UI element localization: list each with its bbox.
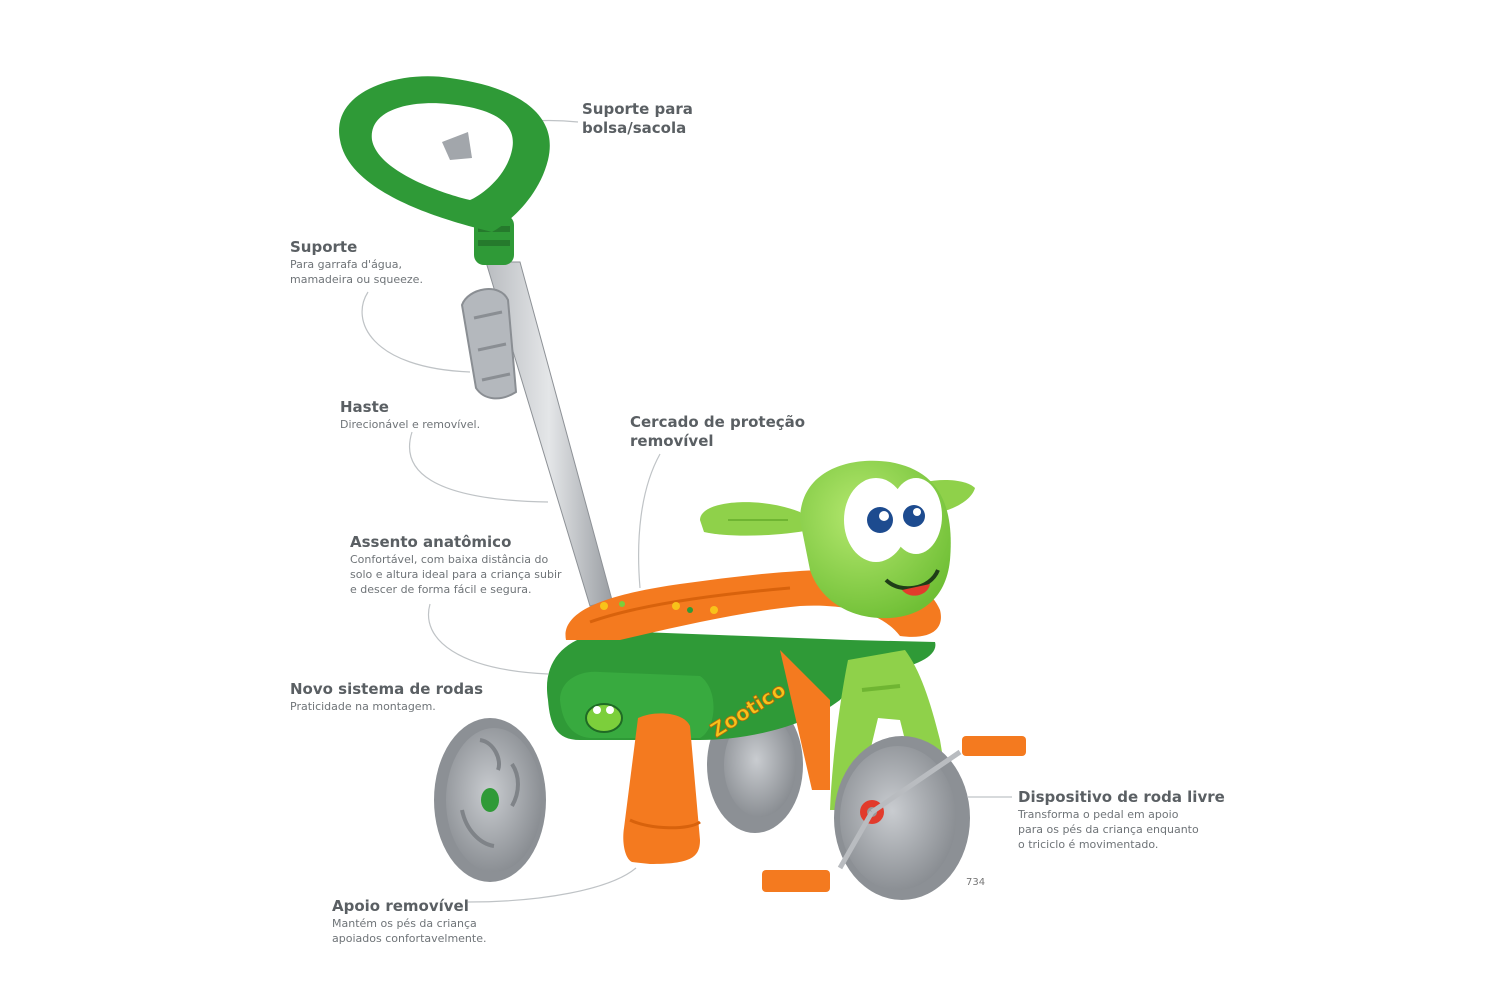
callout-title: bolsa/sacola xyxy=(582,119,687,137)
character-head xyxy=(700,460,975,619)
callout-title: Suporte para xyxy=(582,100,693,118)
leader-haste xyxy=(408,431,549,503)
callout-desc: solo e altura ideal para a criança subir xyxy=(350,568,562,581)
callout-desc: Transforma o pedal em apoio xyxy=(1018,808,1179,821)
callout-title: Cercado de proteção xyxy=(630,413,806,431)
callout-haste: Haste Direcionável e removível. xyxy=(340,398,480,432)
footrest xyxy=(623,713,701,864)
callout-title: Novo sistema de rodas xyxy=(290,680,484,698)
leader-suporte xyxy=(361,291,471,373)
callout-title: Haste xyxy=(340,398,389,416)
rear-wheel-front xyxy=(434,718,546,882)
callout-apoio: Apoio removível Mantém os pés da criança… xyxy=(332,897,486,946)
callout-cercado: Cercado de proteção removível xyxy=(630,413,805,451)
callout-title: Suporte xyxy=(290,238,358,256)
callout-title: Assento anatômico xyxy=(350,533,512,551)
callout-suporte-bolsa: Suporte para bolsa/sacola xyxy=(582,100,693,138)
callout-suporte: Suporte Para garrafa d'água, mamadeira o… xyxy=(290,238,423,287)
callout-desc: para os pés da criança enquanto xyxy=(1018,823,1199,836)
callout-desc: Confortável, com baixa distância do xyxy=(350,553,549,566)
front-wheel xyxy=(834,736,970,900)
callout-assento: Assento anatômico Confortável, com baixa… xyxy=(350,533,562,597)
callout-desc: Mantém os pés da criança xyxy=(332,917,477,930)
tricycle-body: Zootico xyxy=(546,631,936,743)
callout-rodas: Novo sistema de rodas Praticidade na mon… xyxy=(290,680,483,714)
rear-wheel-back xyxy=(707,697,803,833)
leader-assento xyxy=(428,603,549,675)
callout-title: Dispositivo de roda livre xyxy=(1018,788,1225,806)
leader-apoio xyxy=(467,867,637,903)
model-code: 734 xyxy=(966,877,986,888)
callout-desc: mamadeira ou squeeze. xyxy=(290,273,423,286)
bottle-holder xyxy=(460,288,518,400)
leader-cercado xyxy=(638,453,661,589)
leader-lines xyxy=(361,119,1012,903)
callout-desc: apoiados confortavelmente. xyxy=(332,932,487,945)
push-handle xyxy=(339,76,613,607)
callout-desc: Direcionável e removível. xyxy=(340,418,481,431)
callout-desc: Para garrafa d'água, xyxy=(290,258,403,271)
callout-desc: Praticidade na montagem. xyxy=(290,700,436,713)
callout-desc: e descer de forma fácil e segura. xyxy=(350,583,532,596)
pedals xyxy=(762,736,1026,892)
callout-desc: o triciclo é movimentado. xyxy=(1018,838,1159,851)
callout-dispositivo: Dispositivo de roda livre Transforma o p… xyxy=(1018,788,1225,852)
callout-title: Apoio removível xyxy=(332,897,469,915)
callout-title: removível xyxy=(630,432,714,450)
